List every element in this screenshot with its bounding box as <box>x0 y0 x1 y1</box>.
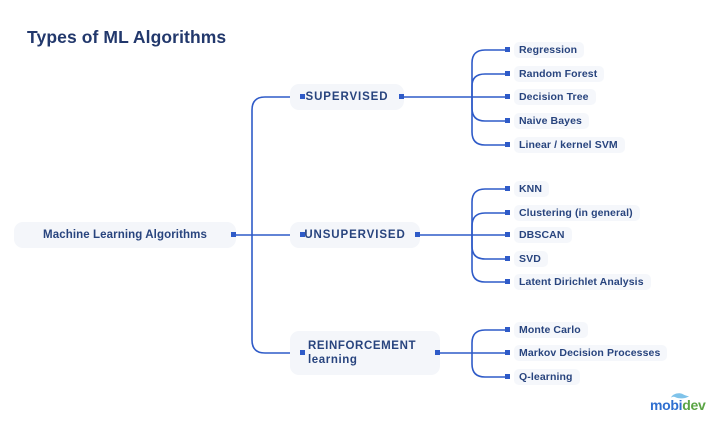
leaf-label: Markov Decision Processes <box>519 347 661 359</box>
marker-leaf <box>505 327 510 332</box>
marker-leaf <box>505 350 510 355</box>
leaf-label: DBSCAN <box>519 229 565 241</box>
cloud-swoosh-icon <box>671 393 689 399</box>
leaf-item[interactable]: Monte Carlo <box>514 322 588 338</box>
marker-leaf <box>505 94 510 99</box>
leaf-item[interactable]: Latent Dirichlet Analysis <box>514 274 651 290</box>
marker-leaf <box>505 210 510 215</box>
leaf-item[interactable]: Regression <box>514 42 585 58</box>
leaf-item[interactable]: Clustering (in general) <box>514 205 640 221</box>
leaf-label: Linear / kernel SVM <box>519 139 618 151</box>
marker-reinforcement-in <box>300 350 305 355</box>
leaf-label: Clustering (in general) <box>519 207 633 219</box>
marker-leaf <box>505 47 510 52</box>
leaf-item[interactable]: Q-learning <box>514 369 580 385</box>
node-reinforcement[interactable]: REINFORCEMENT learning <box>290 331 440 375</box>
logo-part-dev: dev <box>682 397 706 413</box>
leaf-item[interactable]: Markov Decision Processes <box>514 345 668 361</box>
marker-leaf <box>505 186 510 191</box>
leaf-item[interactable]: Decision Tree <box>514 89 596 105</box>
marker-leaf <box>505 71 510 76</box>
leaf-label: Random Forest <box>519 68 598 80</box>
node-root[interactable]: Machine Learning Algorithms <box>14 222 236 248</box>
marker-leaf <box>505 232 510 237</box>
marker-leaf <box>505 118 510 123</box>
leaf-label: Regression <box>519 44 578 56</box>
marker-leaf <box>505 279 510 284</box>
marker-reinforcement-out <box>435 350 440 355</box>
marker-leaf <box>505 256 510 261</box>
leaf-label: Latent Dirichlet Analysis <box>519 276 644 288</box>
leaf-item[interactable]: KNN <box>514 181 550 197</box>
node-supervised[interactable]: SUPERVISED <box>290 84 404 110</box>
leaf-label: Q-learning <box>519 371 573 383</box>
leaf-label: Decision Tree <box>519 91 589 103</box>
leaf-label: Monte Carlo <box>519 324 581 336</box>
leaf-item[interactable]: Linear / kernel SVM <box>514 137 625 153</box>
leaf-item[interactable]: Random Forest <box>514 66 605 82</box>
leaf-label: Naive Bayes <box>519 115 582 127</box>
marker-unsupervised-in <box>300 232 305 237</box>
leaf-label: SVD <box>519 253 541 265</box>
leaf-label: KNN <box>519 183 543 195</box>
marker-unsupervised-out <box>415 232 420 237</box>
leaf-item[interactable]: Naive Bayes <box>514 113 589 129</box>
leaf-item[interactable]: DBSCAN <box>514 227 572 243</box>
leaf-item[interactable]: SVD <box>514 251 548 267</box>
logo-wordmark: mobidev <box>650 397 706 413</box>
logo-part-mobi: mobi <box>650 397 683 413</box>
node-root-label: Machine Learning Algorithms <box>43 229 207 241</box>
marker-root-out <box>231 232 236 237</box>
node-unsupervised[interactable]: UNSUPERVISED <box>290 222 420 248</box>
node-reinforcement-label: REINFORCEMENT learning <box>308 340 417 366</box>
page-title: Types of ML Algorithms <box>27 27 227 47</box>
mobidev-logo: mobidev <box>650 392 708 416</box>
node-supervised-label: SUPERVISED <box>305 91 389 103</box>
marker-leaf <box>505 374 510 379</box>
marker-supervised-out <box>399 94 404 99</box>
marker-supervised-in <box>300 94 305 99</box>
node-unsupervised-label: UNSUPERVISED <box>304 229 406 241</box>
marker-leaf <box>505 142 510 147</box>
